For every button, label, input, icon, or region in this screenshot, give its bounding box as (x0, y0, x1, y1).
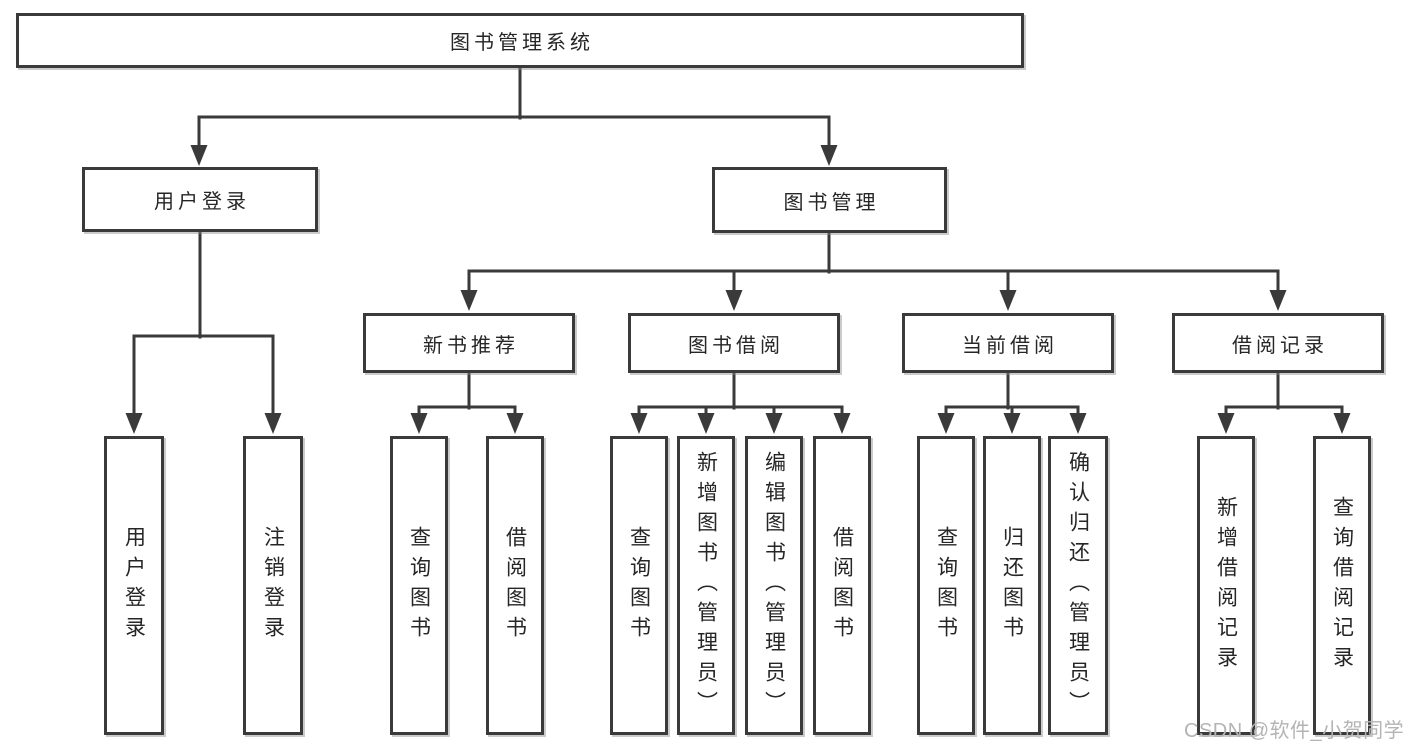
node-user-login-branch-label: 用户登录 (154, 191, 250, 213)
leaf-query-borrow-record-label: 查询借阅记录 (1330, 495, 1354, 676)
node-book-management-branch-label: 图书管理 (783, 191, 880, 214)
leaf-confirm-return-admin: 确认归还（管理员） (1048, 436, 1108, 735)
leaf-borrow-books-1: 借阅图书 (486, 436, 544, 735)
watermark: CSDN @软件_小贺同学 (1184, 720, 1405, 742)
node-current-borrow-label: 当前借阅 (962, 334, 1058, 357)
leaf-logout: 注销登录 (243, 436, 303, 735)
leaf-add-borrow-record: 新增借阅记录 (1197, 436, 1255, 735)
leaf-borrow-books-2-label: 借阅图书 (830, 525, 854, 646)
node-current-borrow: 当前借阅 (902, 313, 1114, 373)
leaf-borrow-books-2: 借阅图书 (813, 436, 871, 735)
leaf-user-login: 用户登录 (104, 436, 164, 735)
leaf-query-books-3-label: 查询图书 (934, 525, 958, 646)
node-root: 图书管理系统 (16, 13, 1024, 68)
node-book-borrow: 图书借阅 (628, 313, 840, 373)
leaf-return-books: 归还图书 (983, 436, 1041, 735)
leaf-query-books-2: 查询图书 (610, 436, 668, 735)
node-new-book-recommend-label: 新书推荐 (423, 334, 519, 357)
node-book-management-branch: 图书管理 (712, 167, 947, 233)
node-borrow-records-label: 借阅记录 (1232, 334, 1328, 357)
node-root-label: 图书管理系统 (450, 32, 594, 54)
leaf-add-borrow-record-label: 新增借阅记录 (1214, 495, 1238, 676)
node-book-borrow-label: 图书借阅 (688, 334, 784, 357)
leaf-query-books-1: 查询图书 (390, 436, 448, 735)
leaf-edit-books-admin: 编辑图书（管理员） (745, 436, 803, 735)
leaf-query-books-1-label: 查询图书 (407, 525, 431, 646)
leaf-edit-books-admin-label: 编辑图书（管理员） (762, 450, 786, 721)
leaf-query-borrow-record: 查询借阅记录 (1313, 436, 1371, 735)
leaf-user-login-label: 用户登录 (122, 525, 146, 646)
node-borrow-records: 借阅记录 (1172, 313, 1384, 373)
leaf-query-books-2-label: 查询图书 (627, 525, 651, 646)
leaf-borrow-books-1-label: 借阅图书 (503, 525, 527, 646)
leaf-logout-label: 注销登录 (261, 525, 285, 646)
leaf-add-books-admin-label: 新增图书（管理员） (694, 450, 718, 721)
leaf-confirm-return-admin-label: 确认归还（管理员） (1066, 450, 1090, 721)
leaf-return-books-label: 归还图书 (1000, 525, 1024, 646)
leaf-query-books-3: 查询图书 (917, 436, 975, 735)
node-user-login-branch: 用户登录 (82, 167, 318, 232)
node-new-book-recommend: 新书推荐 (363, 313, 575, 373)
leaf-add-books-admin: 新增图书（管理员） (677, 436, 735, 735)
